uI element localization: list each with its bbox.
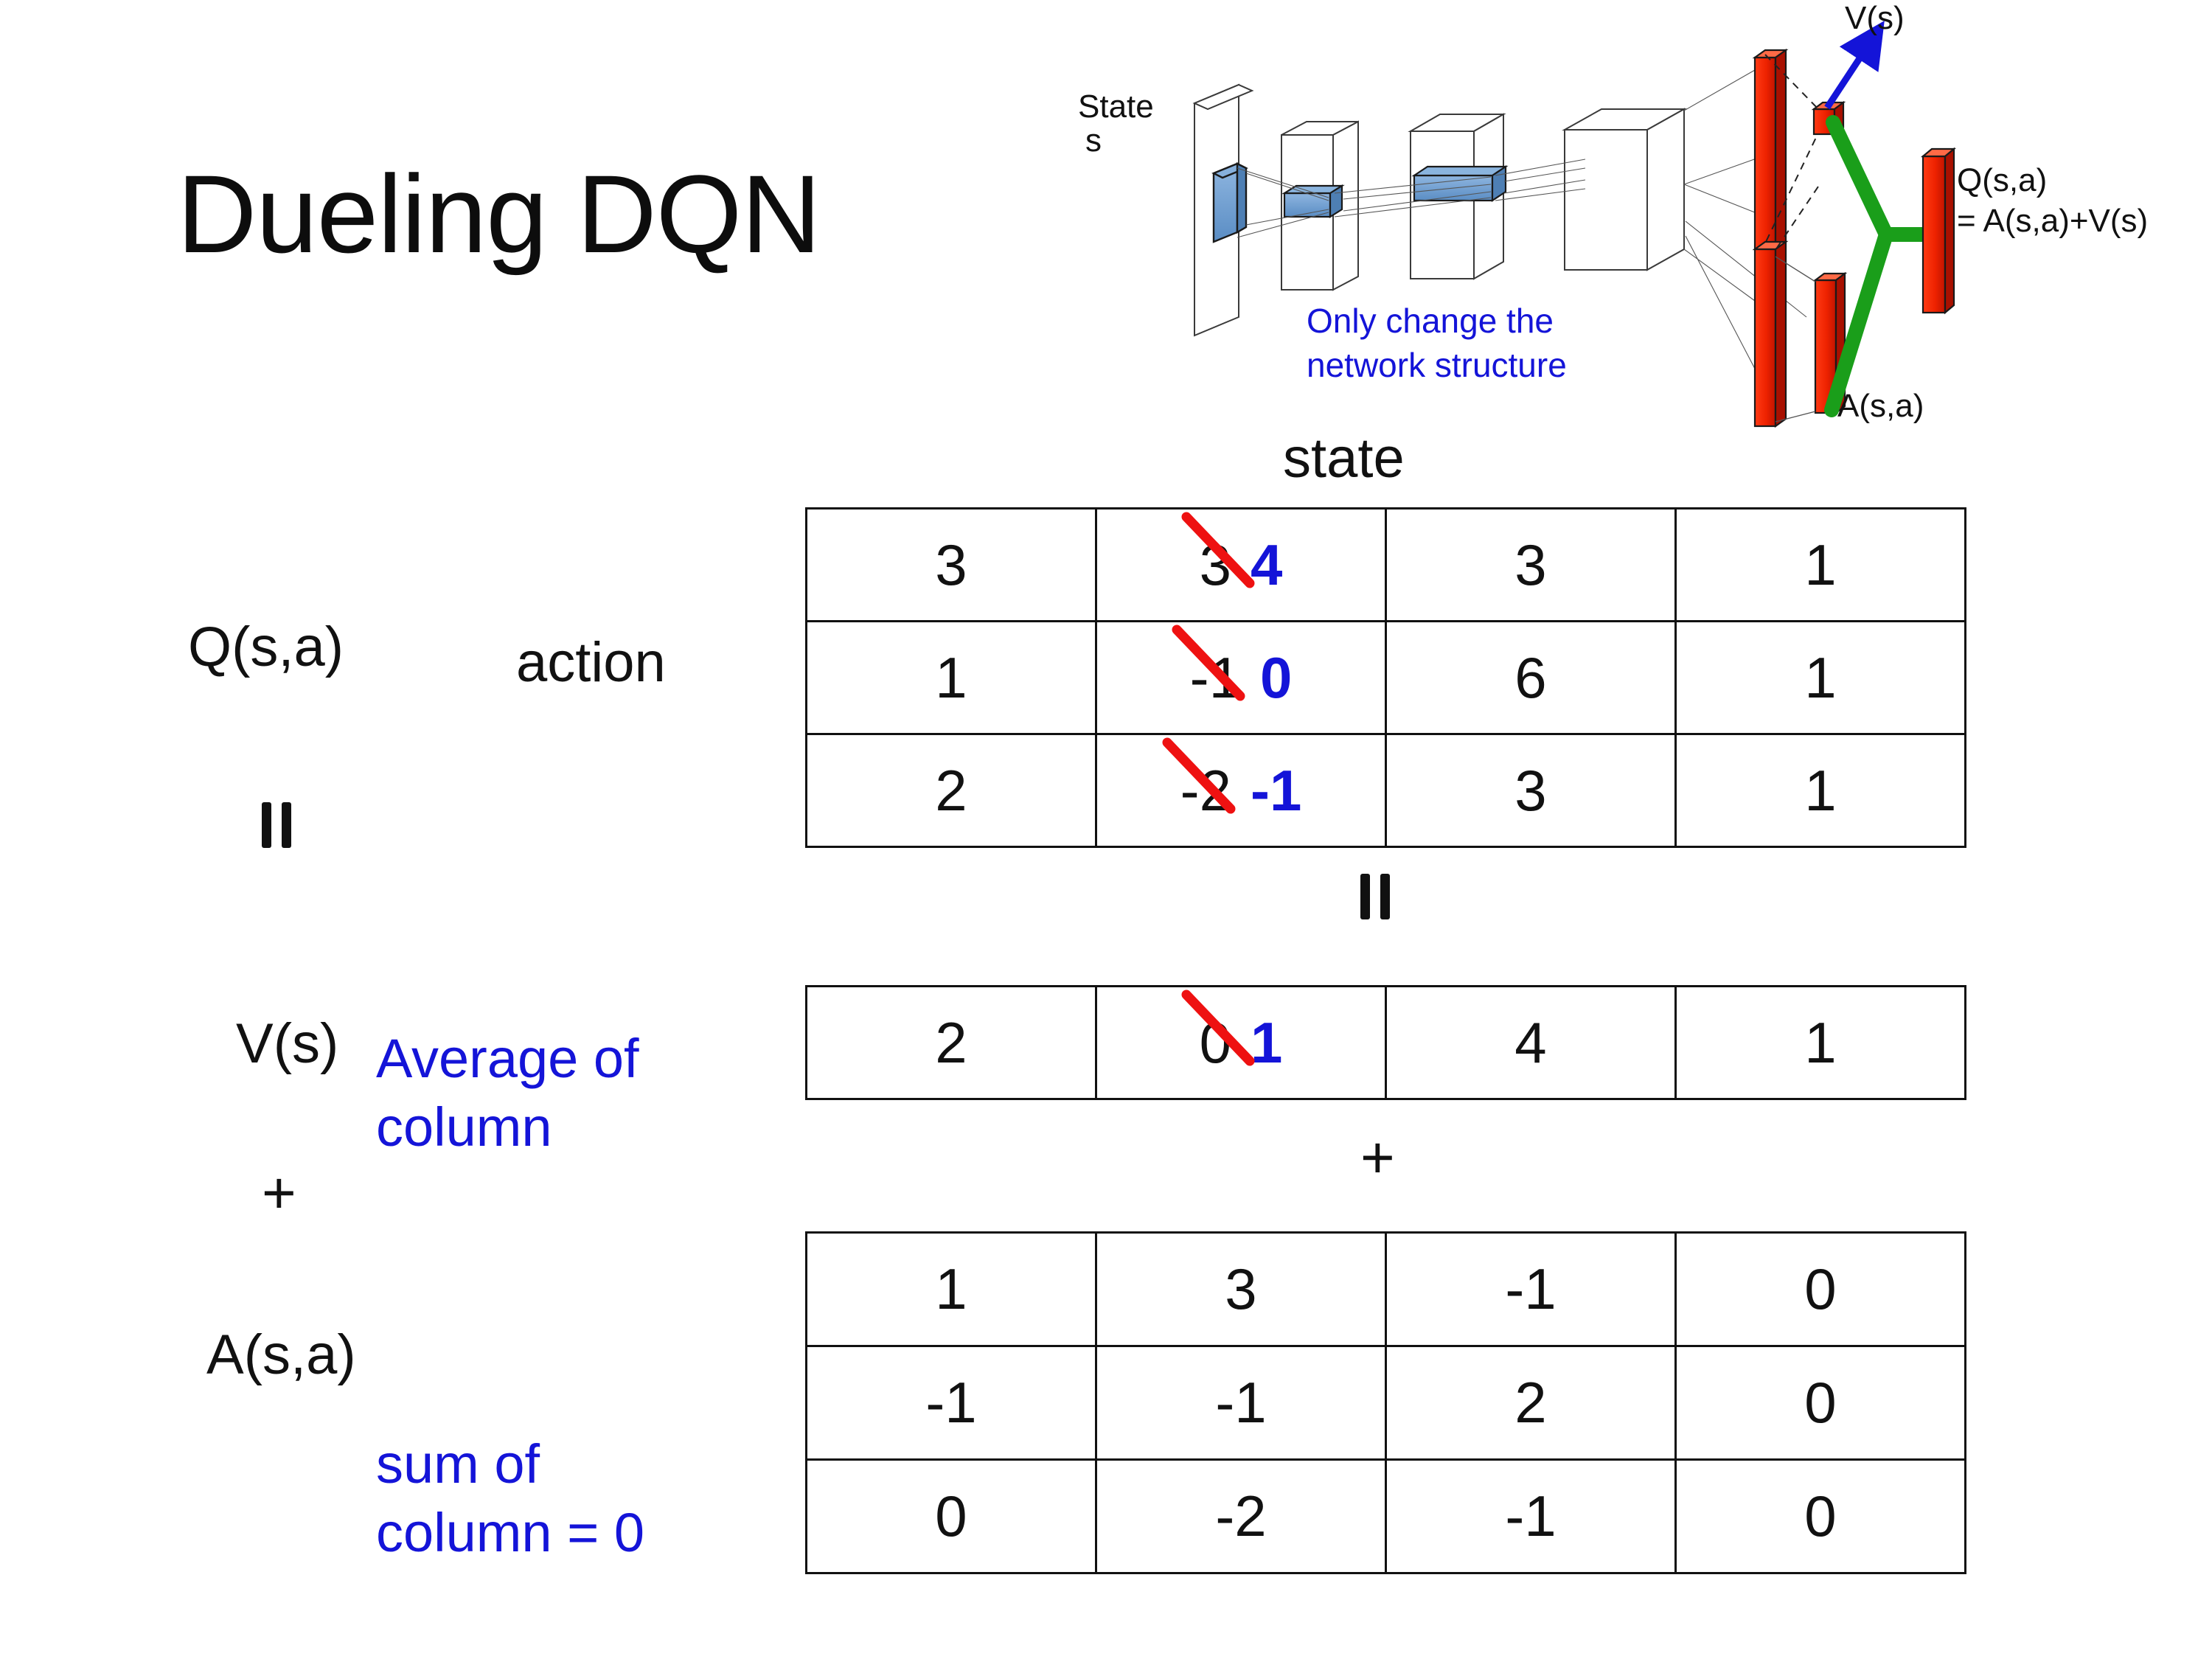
diagram-output-label-q: Q(s,a) xyxy=(1957,162,2048,198)
note-average-line1: Average of xyxy=(376,1028,639,1089)
table-cell: 2 xyxy=(805,985,1097,1100)
table-cell: 4 xyxy=(1385,985,1677,1100)
table-cell: 3 xyxy=(1385,733,1677,848)
cell-new-value: -1 xyxy=(1251,757,1302,823)
note-average-line2: column xyxy=(376,1096,552,1158)
cell-old-value: -1 xyxy=(1172,625,1245,712)
table-cell: -2-1 xyxy=(1095,733,1387,848)
plus-sign-table-v-to-a: + xyxy=(1360,1124,1395,1190)
diagram-input-label-s: s xyxy=(1085,122,1102,159)
table-cell: 3 xyxy=(1095,1231,1387,1347)
equals-sign-table-q-to-v xyxy=(1360,874,1390,919)
cell-edited: -2-1 xyxy=(1162,737,1302,824)
table-cell: -1 xyxy=(1095,1345,1387,1461)
table-cell: 6 xyxy=(1385,620,1677,735)
table-cell: 1 xyxy=(1674,733,1966,848)
table-cell: 1 xyxy=(805,1231,1097,1347)
plus-sign-v-to-a: + xyxy=(262,1160,296,1225)
table-cell: 2 xyxy=(1385,1345,1677,1461)
label-a-function: A(s,a) xyxy=(206,1324,356,1386)
diagram-note-line2: network structure xyxy=(1307,346,1567,384)
cell-old-value: 3 xyxy=(1181,512,1255,599)
cell-new-value: 4 xyxy=(1251,532,1283,597)
table-cell: 0 xyxy=(1674,1231,1966,1347)
note-sum-line2: column = 0 xyxy=(376,1501,645,1563)
strikethrough-icon xyxy=(1172,625,1245,700)
table-cell: 2 xyxy=(805,733,1097,848)
strikethrough-icon xyxy=(1181,990,1255,1065)
cell-new-value: 1 xyxy=(1251,1009,1283,1075)
table-cell: 0 xyxy=(805,1458,1097,1574)
note-sum-line1: sum of xyxy=(376,1433,540,1495)
table-cell: -1 xyxy=(1385,1231,1677,1347)
network-svg xyxy=(1192,20,1957,428)
axis-label-action: action xyxy=(516,631,666,694)
strikethrough-icon xyxy=(1162,737,1236,813)
table-cell: 3 xyxy=(805,507,1097,622)
diagram-value-label: V(s) xyxy=(1845,0,1905,36)
table-cell: -2 xyxy=(1095,1458,1387,1574)
diagram-output-label-sum: = A(s,a)+V(s) xyxy=(1957,203,2149,239)
label-q-function: Q(s,a) xyxy=(188,616,344,678)
table-cell: 1 xyxy=(1674,620,1966,735)
cell-new-value: 0 xyxy=(1259,644,1293,710)
table-cell: 0 xyxy=(1674,1345,1966,1461)
note-sum-of-column: sum of column = 0 xyxy=(376,1430,789,1567)
table-cell: -1 xyxy=(1385,1458,1677,1574)
table-cell: 1 xyxy=(1674,507,1966,622)
table-cell: 0 xyxy=(1674,1458,1966,1574)
table-cell: 3 xyxy=(1385,507,1677,622)
axis-label-state: state xyxy=(1283,427,1405,490)
diagram-input-label-state: State xyxy=(1078,88,1154,125)
diagram-note-line1: Only change the xyxy=(1307,302,1554,340)
cell-old-value: 0 xyxy=(1181,990,1255,1077)
page-title: Dueling DQN xyxy=(177,152,821,276)
dueling-network-diagram: State s Only change the network structur… xyxy=(1069,0,2212,428)
diagram-advantage-label: A(s,a) xyxy=(1837,388,1924,424)
table-cell: 1 xyxy=(805,620,1097,735)
note-average-of-column: Average of column xyxy=(376,1025,759,1161)
table-cell: -1 xyxy=(805,1345,1097,1461)
label-v-function: V(s) xyxy=(236,1012,339,1075)
cell-old-value: -2 xyxy=(1162,737,1236,824)
strikethrough-icon xyxy=(1181,512,1255,588)
table-cell: 1 xyxy=(1674,985,1966,1100)
equals-sign-q-to-v xyxy=(262,802,291,848)
